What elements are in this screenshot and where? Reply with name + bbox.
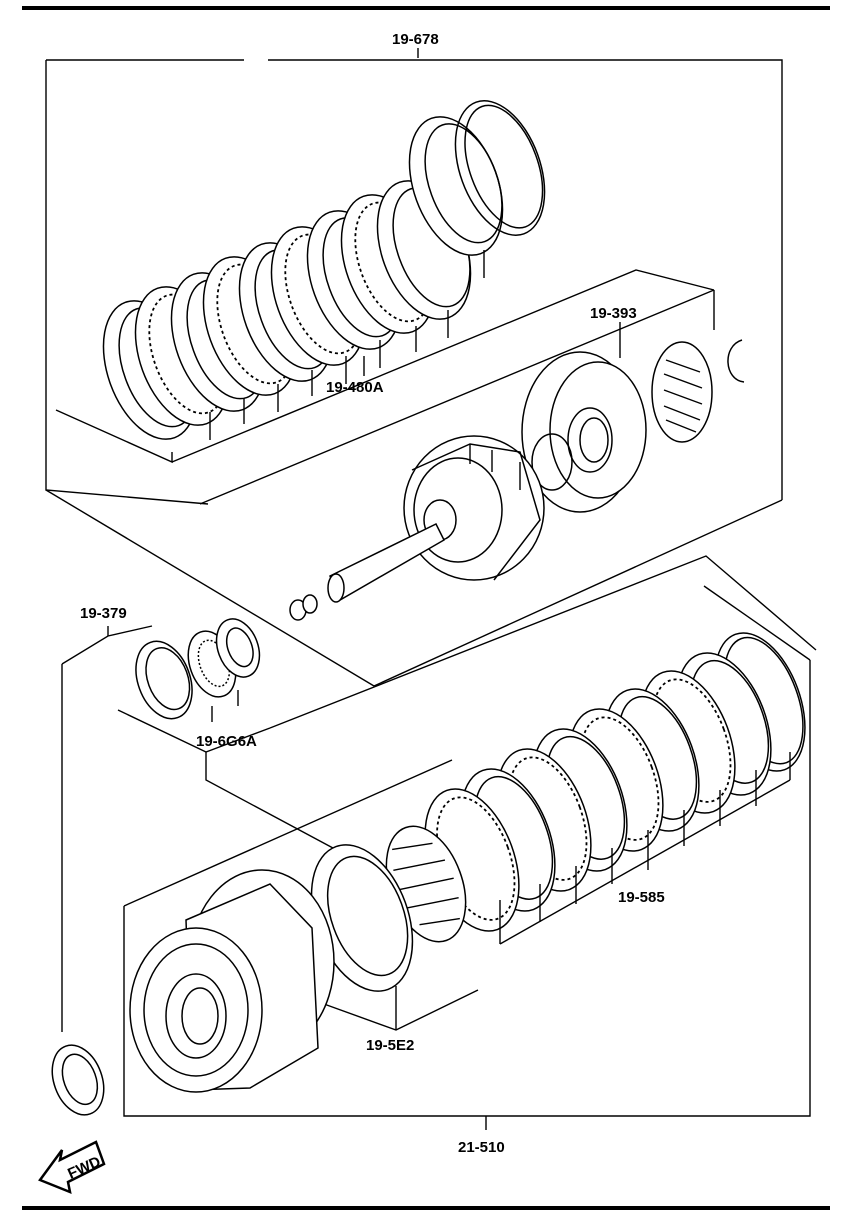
callout-19-585: 19-585 <box>618 889 665 906</box>
callout-19-393: 19-393 <box>590 305 637 322</box>
callout-21-510: 21-510 <box>458 1139 505 1156</box>
callout-19-5E2: 19-5E2 <box>366 1037 414 1054</box>
callout-19-6G6A: 19-6G6A <box>196 733 257 750</box>
callout-19-379: 19-379 <box>80 605 127 622</box>
upper-assembly-outline <box>45 48 783 687</box>
clutch-drum-and-shaft <box>289 435 545 621</box>
thrust-washer <box>51 1044 105 1116</box>
fwd-arrow-icon: FWD <box>38 1140 106 1195</box>
piston-and-return-spring-19-5E2 <box>310 825 479 1031</box>
callout-19-480A: 19-480A <box>326 379 384 396</box>
lower-clutch-plates <box>424 632 806 945</box>
bearing-group <box>61 555 817 1032</box>
callout-19-678: 19-678 <box>392 31 439 48</box>
clutch-drum-21-510 <box>129 869 335 1093</box>
piston-assembly-19-393 <box>521 322 745 513</box>
upper-clutch-plates <box>102 100 546 440</box>
lower-assembly-outline <box>123 585 811 1130</box>
